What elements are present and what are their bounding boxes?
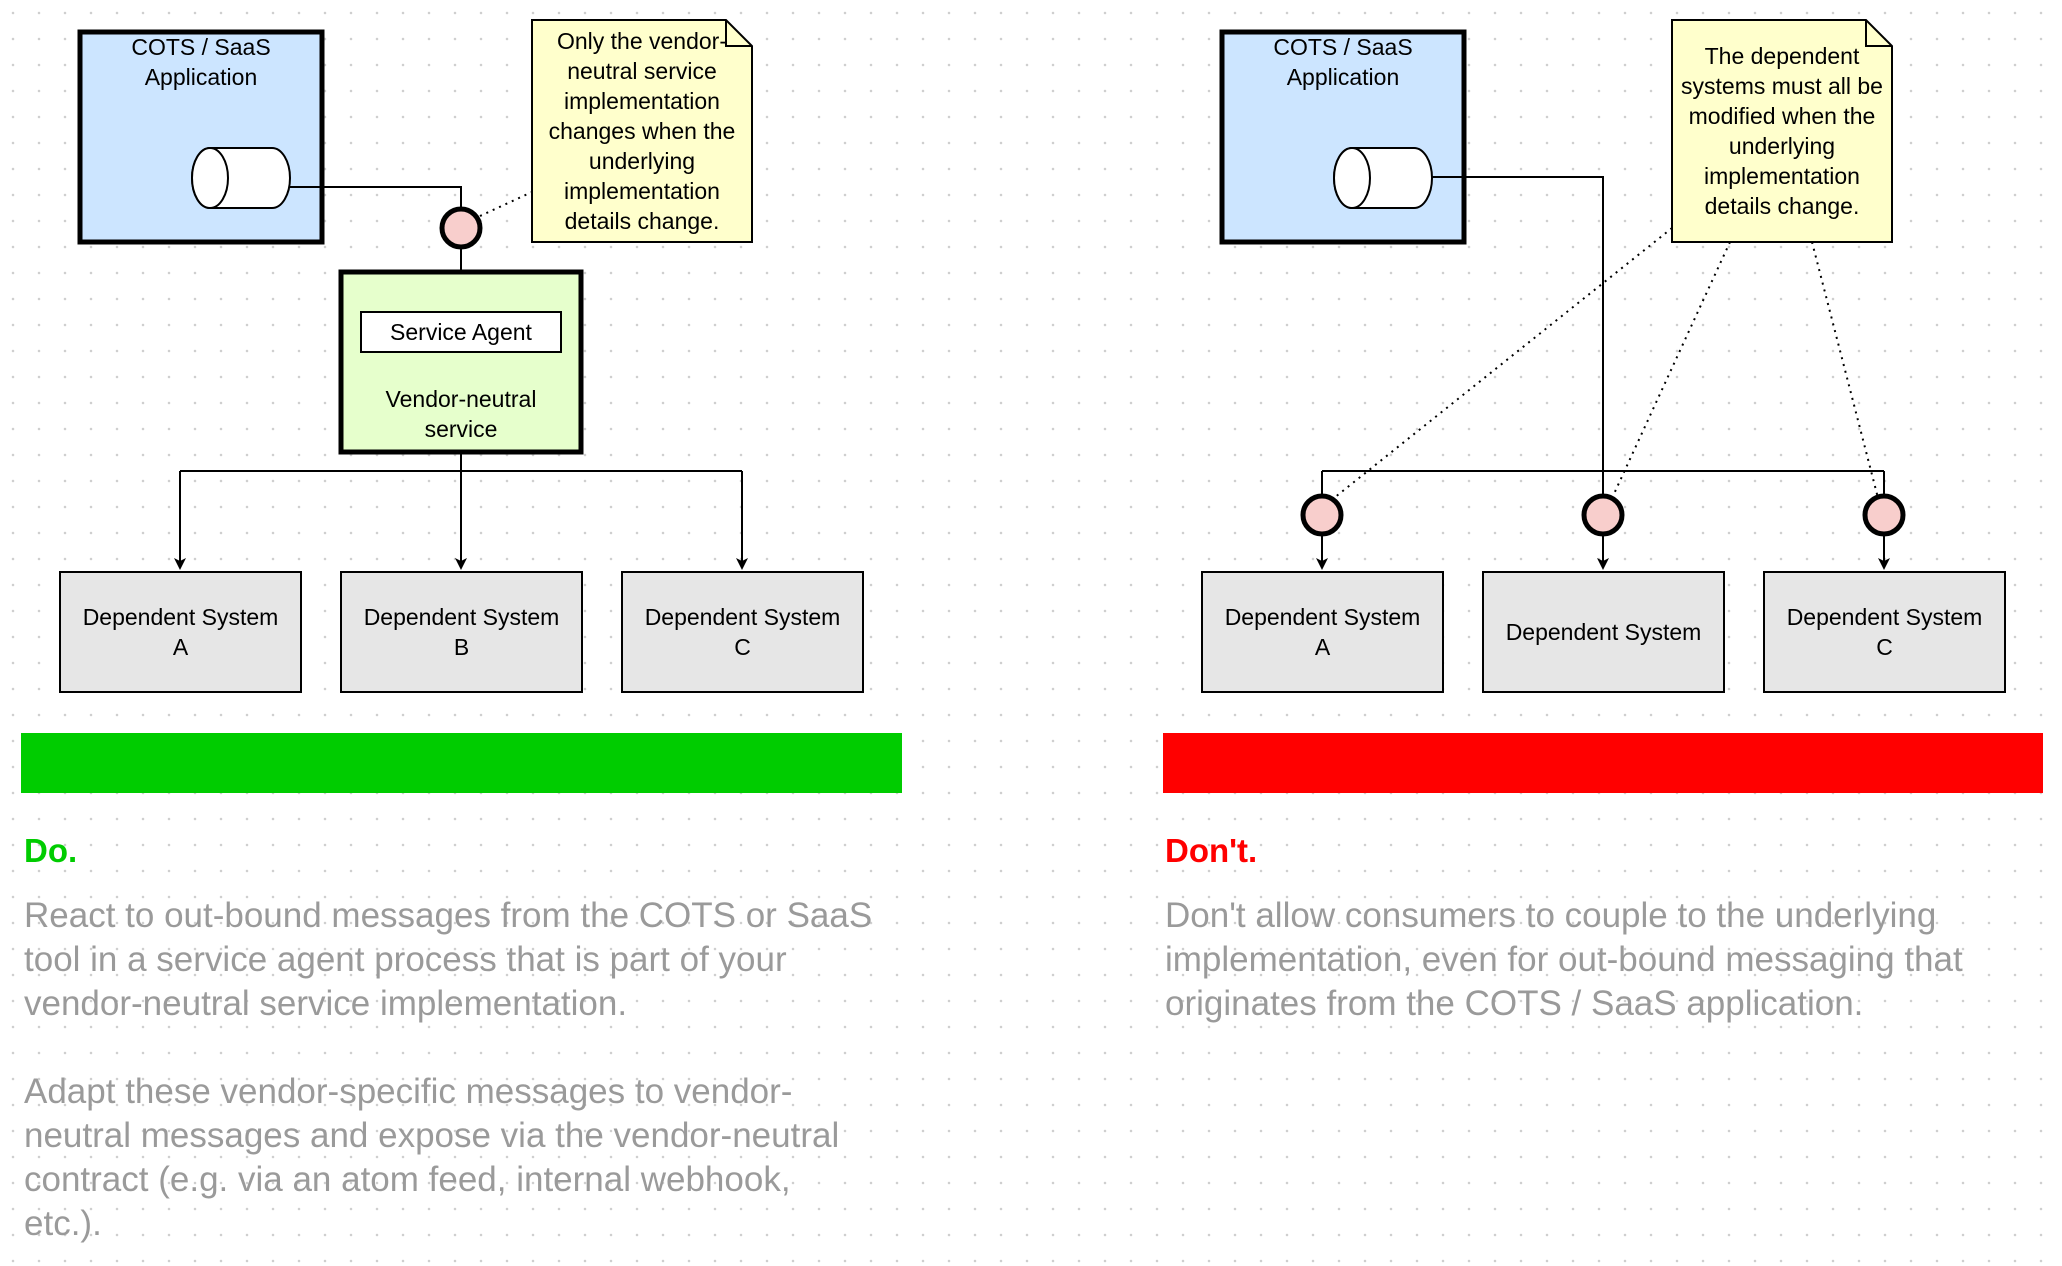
right-system-b-label: Dependent System bbox=[1505, 619, 1702, 645]
right-queue-icon bbox=[1333, 147, 1433, 209]
left-endpoint[interactable] bbox=[439, 206, 483, 250]
right-app-box[interactable] bbox=[1219, 29, 1467, 245]
dont-heading: Don't. bbox=[1165, 832, 1258, 869]
right-system-b-box[interactable] bbox=[1482, 571, 1725, 693]
left-fanout-lines bbox=[180, 452, 742, 472]
left-app-box[interactable] bbox=[77, 29, 325, 245]
left-queue-icon bbox=[191, 147, 291, 209]
do-heading: Do. bbox=[24, 832, 78, 869]
left-system-b-label: Dependent System B bbox=[363, 604, 560, 660]
right-bus-line bbox=[1321, 470, 1885, 496]
right-system-a-box[interactable] bbox=[1201, 571, 1444, 693]
right-note-link-b bbox=[1612, 241, 1731, 497]
right-endpoint-b[interactable] bbox=[1581, 493, 1625, 537]
left-system-c-box[interactable] bbox=[621, 571, 864, 693]
right-endpoint-a[interactable] bbox=[1300, 493, 1344, 537]
right-system-c-box[interactable] bbox=[1763, 571, 2006, 693]
service-agent-box[interactable] bbox=[360, 311, 562, 353]
service-agent-label: Service Agent bbox=[390, 319, 532, 345]
right-app-label: COTS / SaaS Application bbox=[1273, 34, 1413, 90]
right-note-link-a bbox=[1333, 227, 1673, 499]
left-note[interactable] bbox=[531, 19, 753, 243]
right-endpoint-c[interactable] bbox=[1862, 493, 1906, 537]
left-system-b-box[interactable] bbox=[340, 571, 583, 693]
right-system-a-label: Dependent System A bbox=[1224, 604, 1421, 660]
right-note-text: The dependent systems must all be modifi… bbox=[1681, 43, 1883, 219]
right-note[interactable] bbox=[1671, 19, 1893, 243]
left-queue-connector bbox=[290, 186, 462, 209]
left-note-link bbox=[479, 191, 533, 217]
right-queue-connector bbox=[1432, 176, 1604, 471]
right-note-link-c bbox=[1811, 241, 1879, 499]
dont-bar bbox=[1163, 733, 2043, 793]
vendor-neutral-service-label: Vendor-neutral service bbox=[385, 386, 537, 442]
left-system-a-label: Dependent System A bbox=[82, 604, 279, 660]
left-system-c-label: Dependent System C bbox=[644, 604, 841, 660]
dont-paragraph-1: Don't allow consumers to couple to the u… bbox=[1165, 896, 1963, 1023]
right-system-c-label: Dependent System C bbox=[1786, 604, 1983, 660]
left-system-a-box[interactable] bbox=[59, 571, 302, 693]
do-paragraph-1: React to out-bound messages from the COT… bbox=[24, 896, 873, 1023]
left-note-text: Only the vendor- neutral service impleme… bbox=[548, 28, 736, 234]
left-app-label: COTS / SaaS Application bbox=[131, 34, 271, 90]
do-paragraph-2: Adapt these vendor-specific messages to … bbox=[24, 1072, 840, 1243]
do-bar bbox=[21, 733, 902, 793]
